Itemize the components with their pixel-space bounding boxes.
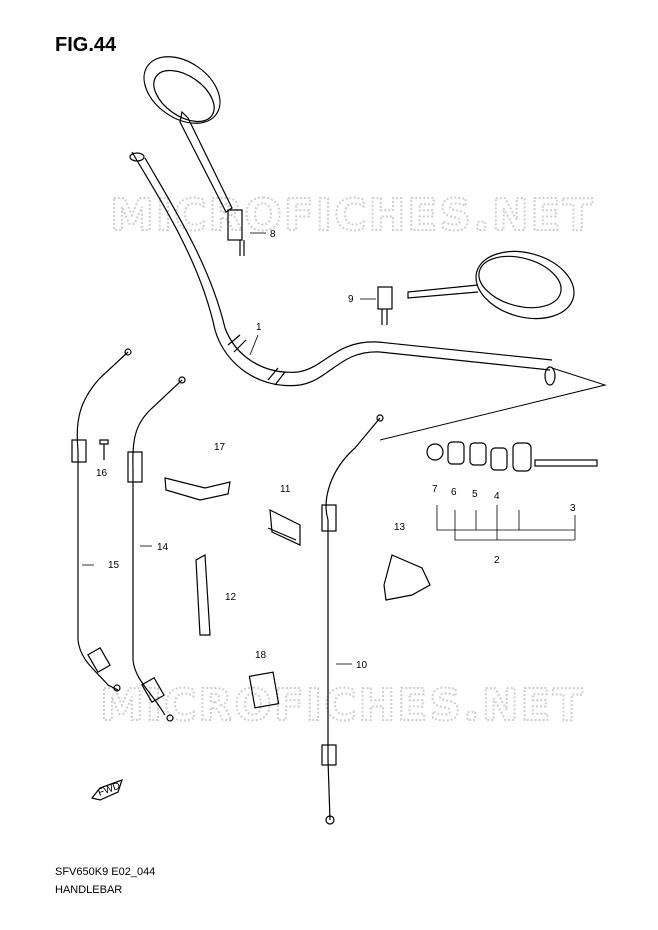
callout-4: 4 bbox=[494, 491, 500, 502]
model-code: SFV650K9 E02_044 bbox=[55, 866, 156, 878]
figure-title: FIG.44 bbox=[55, 34, 117, 56]
handlebar-tube bbox=[129, 151, 556, 387]
forward-arrow-icon bbox=[90, 779, 123, 801]
screw-16 bbox=[99, 439, 109, 460]
callout-7: 7 bbox=[432, 484, 438, 495]
callout-10: 10 bbox=[356, 660, 368, 671]
watermark-bottom: MICROFICHES.NET bbox=[100, 680, 585, 731]
callout-3: 3 bbox=[570, 503, 576, 514]
callout-11: 11 bbox=[280, 484, 291, 495]
callout-8: 8 bbox=[270, 229, 276, 240]
callout-14: 14 bbox=[157, 542, 169, 553]
callout-16: 16 bbox=[96, 468, 108, 479]
cable-clamp-17 bbox=[164, 477, 231, 501]
left-mirror bbox=[143, 56, 245, 256]
label-18 bbox=[248, 671, 280, 709]
callout-12: 12 bbox=[225, 592, 237, 603]
watermark-top: MICROFICHES.NET bbox=[110, 190, 595, 241]
callout-1: 1 bbox=[256, 322, 262, 333]
callout-6: 6 bbox=[451, 487, 457, 498]
callout-18: 18 bbox=[255, 650, 267, 661]
cable-guide-11 bbox=[267, 508, 301, 546]
section-name: HANDLEBAR bbox=[55, 884, 123, 896]
throttle-cables bbox=[71, 348, 186, 722]
right-mirror bbox=[377, 250, 575, 325]
callout-17: 17 bbox=[214, 442, 226, 453]
bar-end-weight-assembly bbox=[379, 367, 607, 541]
clutch-cable bbox=[321, 414, 384, 825]
callout-9: 9 bbox=[348, 294, 354, 305]
cable-tie-12 bbox=[195, 554, 211, 636]
holder-13 bbox=[383, 554, 431, 601]
callout-5: 5 bbox=[472, 489, 478, 500]
callout-13: 13 bbox=[394, 522, 406, 533]
callout-2: 2 bbox=[494, 555, 500, 566]
callout-15: 15 bbox=[108, 560, 120, 571]
